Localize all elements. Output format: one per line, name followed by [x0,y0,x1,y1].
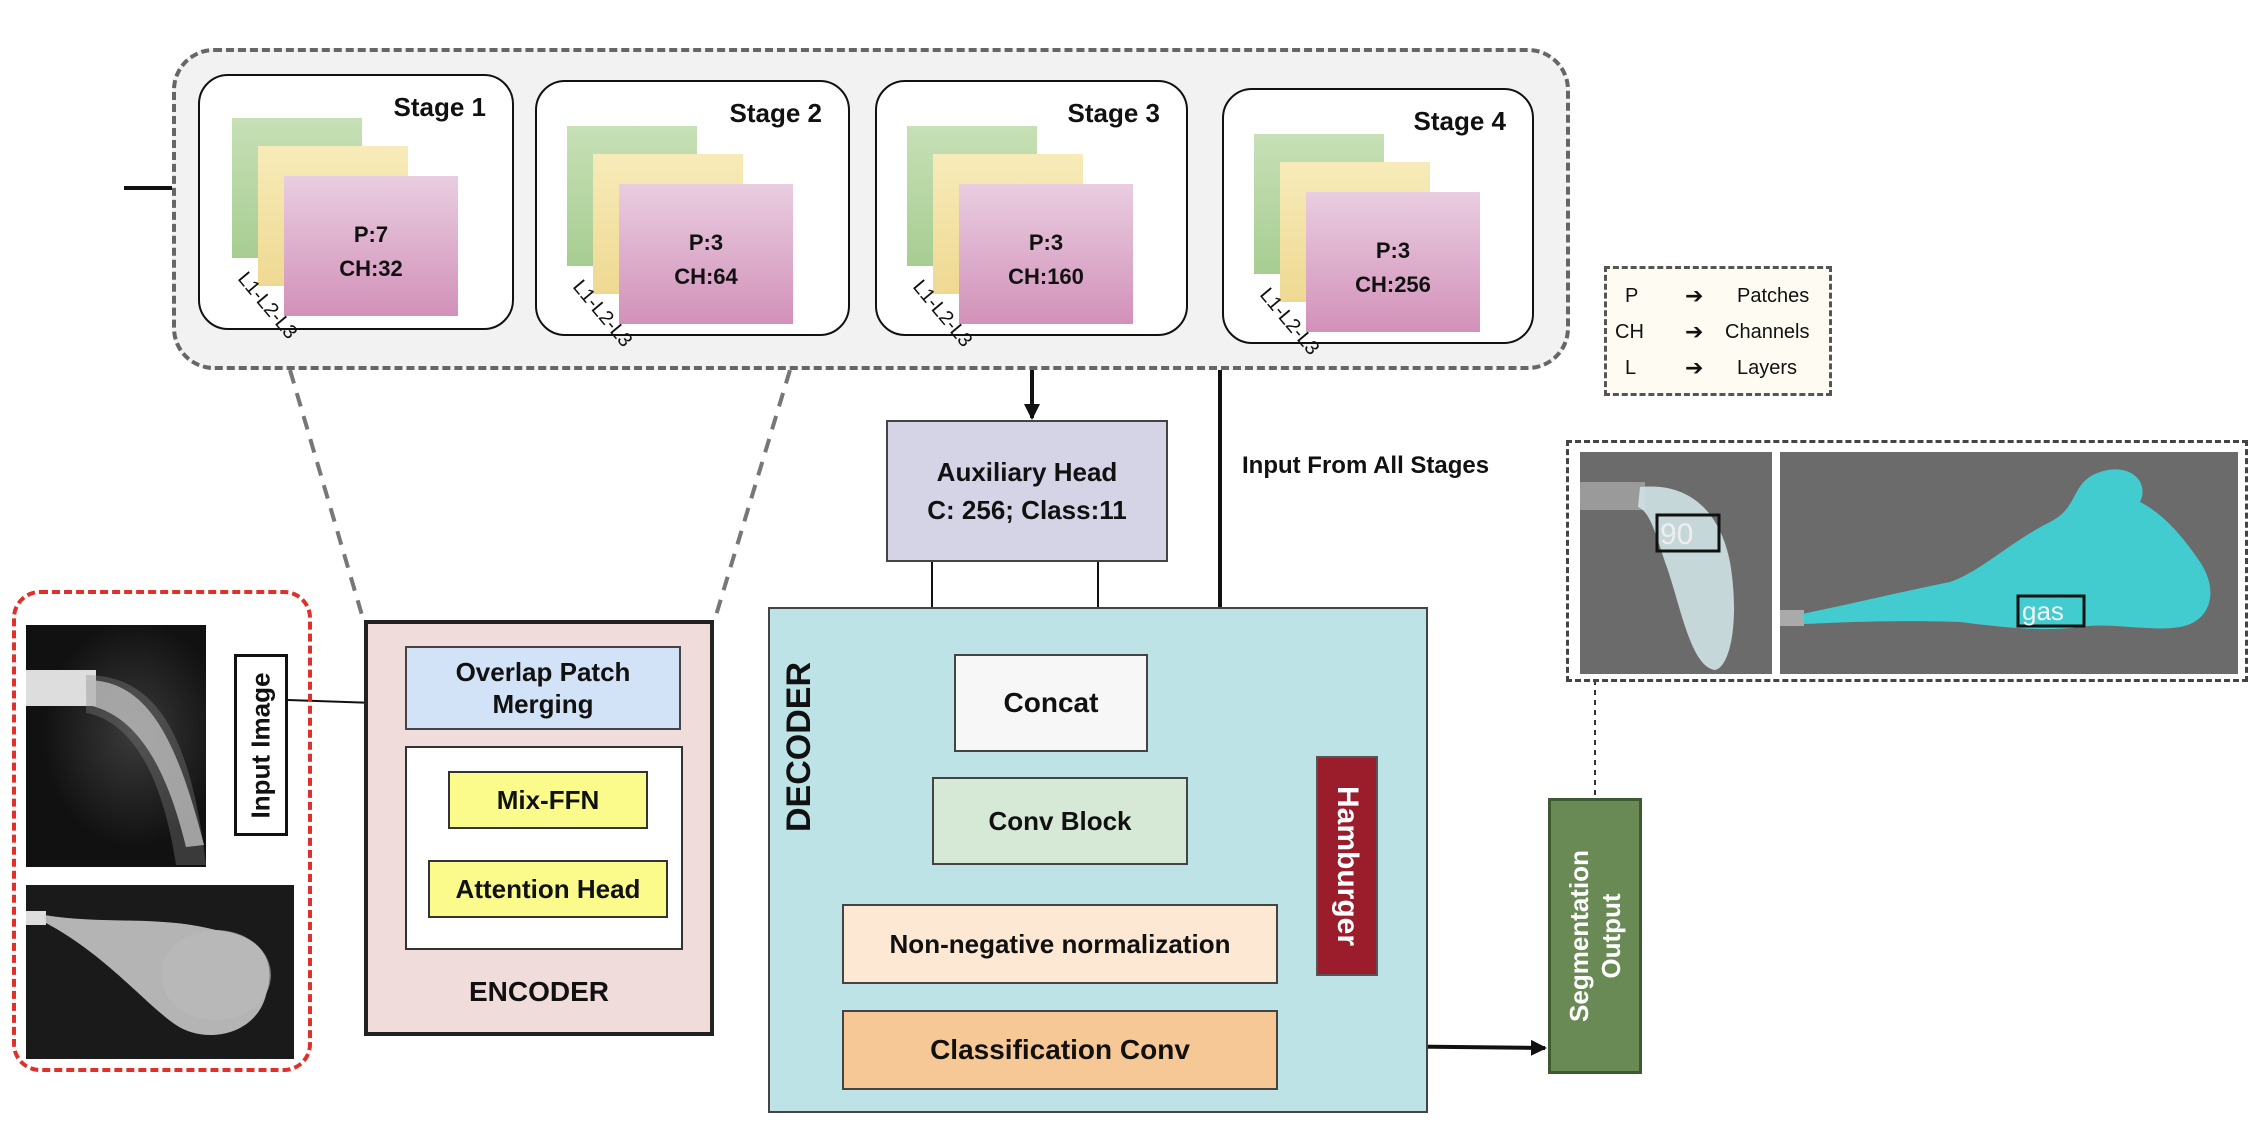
attention-head: Attention Head [428,860,668,918]
stage-2-box: Stage 2 P:3 CH:64 L1-L2-L3 [535,80,850,351]
segmentation-line2: Output [1596,893,1627,979]
input-image-spray-1 [26,625,206,867]
stage-1-title: Stage 1 [393,92,487,122]
output-image-2: gas [1780,452,2238,674]
auxiliary-head: Auxiliary Head C: 256; Class:11 [886,420,1168,562]
stage-1-box: Stage 1 P:7 CH:32 L1-L2-L3 [198,74,514,343]
legend-abbr-p: P [1625,285,1639,307]
input-image-spray-2 [26,885,294,1059]
stage-2-channels: CH:64 [674,264,738,289]
output-label-right: gas [2022,596,2064,626]
hamburger-label: Hamburger [1331,785,1365,947]
zoom-line-right [712,369,792,623]
legend-arrow-icon: ➔ [1685,283,1704,308]
stage-3-title: Stage 3 [1067,98,1161,128]
conv-block: Conv Block [932,777,1188,865]
legend-abbr-ch: CH [1615,321,1644,343]
stage-4-title: Stage 4 [1413,106,1507,136]
aux-head-title: Auxiliary Head [936,457,1118,487]
input-images-group [12,590,312,1072]
segmentation-output-label: Segmentation Output [1563,850,1627,1022]
spray-2-drawing [26,911,271,1035]
stage-1-patches: P:7 [353,222,389,247]
legend-meaning-patches: Patches [1737,285,1810,307]
stage-4-patches: P:3 [1375,238,1411,263]
output-label-left: 90 [1660,518,1693,551]
segmentation-output: Segmentation Output [1548,798,1642,1074]
stage-4-box: Stage 4 P:3 CH:256 L1-L2-L3 [1222,88,1534,359]
stage-2-title: Stage 2 [729,98,823,128]
input-image-label: Input Image [245,672,276,818]
encoder-title: ENCODER [468,976,609,1007]
stage-1-channels: CH:32 [339,256,403,281]
concat-block: Concat [954,654,1148,752]
stage-2-patches: P:3 [688,230,724,255]
stage-3-channels: CH:160 [1008,264,1084,289]
decoder-title: DECODER [780,661,818,832]
stage-3-box: Stage 3 P:3 CH:160 L1-L2-L3 [875,80,1188,351]
legend-arrow-icon: ➔ [1685,319,1704,344]
segmentation-line1: Segmentation [1564,850,1595,1022]
legend-meaning-channels: Channels [1725,321,1810,343]
legend-arrow-icon: ➔ [1685,355,1704,380]
hamburger-block: Hamburger [1316,756,1378,976]
input-from-all-stages-label: Input From All Stages [1242,452,1490,479]
overlap-patch-merging: Overlap Patch Merging [405,646,681,730]
non-negative-normalization: Non-negative normalization [842,904,1278,984]
mix-ffn: Mix-FFN [448,771,648,829]
output-1-drawing: 90 [1580,482,1735,670]
output-2-drawing: gas [1780,469,2211,630]
input-image-label-box: Input Image [234,654,288,836]
legend-meaning-layers: Layers [1737,357,1798,379]
output-images-group [1566,440,2248,682]
spray-1-drawing [26,670,206,865]
output-image-1: 90 [1580,452,1772,674]
legend: P ➔ Patches CH ➔ Channels L ➔ Layers [1604,266,1832,396]
aux-head-config: C: 256; Class:11 [927,495,1127,525]
stage-3-patches: P:3 [1028,230,1064,255]
zoom-line-left [288,369,366,623]
classification-conv: Classification Conv [842,1010,1278,1090]
legend-abbr-l: L [1625,357,1637,379]
stage-4-channels: CH:256 [1355,272,1431,297]
